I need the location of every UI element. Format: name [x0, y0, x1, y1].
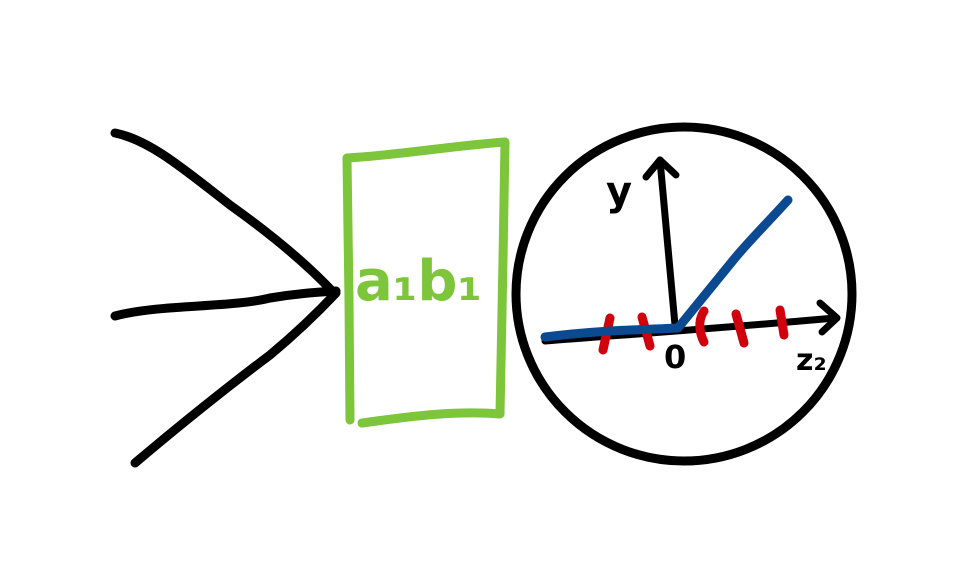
origin-label: 0: [664, 338, 686, 376]
activation-circle-outline: [511, 122, 857, 466]
parameter-box-outline: [342, 137, 510, 428]
tick-mark: [775, 305, 789, 340]
input-line-middle: [110, 286, 341, 321]
input-line-bottom: [130, 288, 341, 468]
input-lines: [110, 128, 341, 468]
y-axis: [656, 156, 679, 329]
parameter-box: a₁b₁: [342, 137, 510, 428]
y-axis-label: y: [606, 169, 632, 215]
parameter-label: a₁b₁: [355, 249, 482, 314]
tick-mark: [695, 306, 709, 347]
input-line-top: [110, 128, 338, 297]
activation-circle: y 0 z₂: [511, 122, 857, 466]
tick-mark: [731, 309, 749, 348]
relu-curve: [540, 195, 793, 342]
x-axis-label: z₂: [796, 343, 827, 378]
x-axis-arrowhead: [816, 299, 841, 336]
y-axis-arrowhead: [642, 156, 680, 181]
